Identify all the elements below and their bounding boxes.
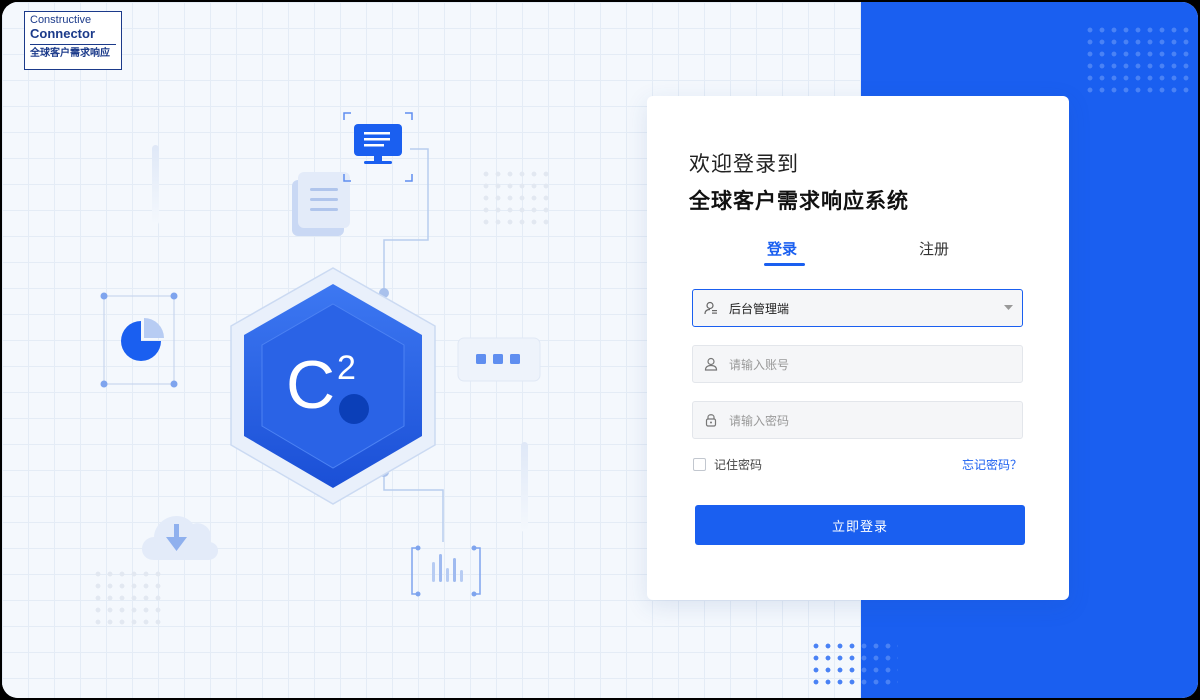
pie-chart-icon — [100, 292, 178, 388]
lock-icon — [693, 413, 729, 427]
dot-pattern-bottom-left — [92, 568, 164, 628]
logo: Constructive Connector 全球客户需求响应 — [24, 11, 122, 70]
connector-lines — [383, 148, 444, 542]
account-input[interactable]: 请输入账号 — [692, 345, 1023, 383]
password-placeholder: 请输入密码 — [729, 413, 790, 428]
dot-pattern-top-right — [1084, 24, 1194, 96]
user-icon — [693, 357, 729, 371]
dot-pattern-middle — [480, 168, 552, 228]
forgot-password-link[interactable]: 忘记密码？ — [962, 458, 1023, 472]
remember-checkbox[interactable] — [693, 458, 706, 471]
welcome-text: 欢迎登录到 — [689, 152, 799, 176]
illustration: C 2 — [100, 112, 541, 597]
voice-wave-icon — [411, 545, 481, 597]
logo-line-2: Connector — [30, 27, 116, 45]
remember-label: 记住密码 — [714, 458, 763, 472]
role-select[interactable]: 后台管理端 — [692, 289, 1023, 327]
more-dots-icon — [457, 337, 541, 382]
remember-password: 记住密码 — [693, 456, 762, 473]
role-select-value: 后台管理端 — [729, 301, 790, 316]
document-icon — [292, 172, 350, 236]
account-placeholder: 请输入账号 — [729, 357, 790, 372]
logo-line-3: 全球客户需求响应 — [30, 48, 110, 59]
logo-line-1: Constructive — [30, 14, 92, 26]
dot-pattern-bottom-right — [810, 640, 898, 686]
hex-letter: C — [286, 347, 335, 423]
cloud-download-icon — [142, 516, 219, 560]
tab-login[interactable]: 登录 — [767, 240, 798, 258]
active-tab-indicator — [764, 263, 805, 266]
decor-bar-left — [152, 145, 159, 225]
login-submit-button[interactable]: 立即登录 — [695, 505, 1025, 545]
system-name: 全球客户需求响应系统 — [689, 189, 909, 213]
hexagon-badge: C 2 — [230, 267, 436, 505]
monitor-icon — [343, 112, 413, 182]
chevron-down-icon — [994, 305, 1022, 311]
tab-register[interactable]: 注册 — [919, 240, 950, 258]
user-role-icon — [693, 301, 729, 315]
login-card: 欢迎登录到 全球客户需求响应系统 登录 注册 后台管理端 — [647, 96, 1069, 600]
decor-bar-right — [521, 442, 528, 532]
hex-superscript: 2 — [337, 349, 356, 387]
password-input[interactable]: 请输入密码 — [692, 401, 1023, 439]
